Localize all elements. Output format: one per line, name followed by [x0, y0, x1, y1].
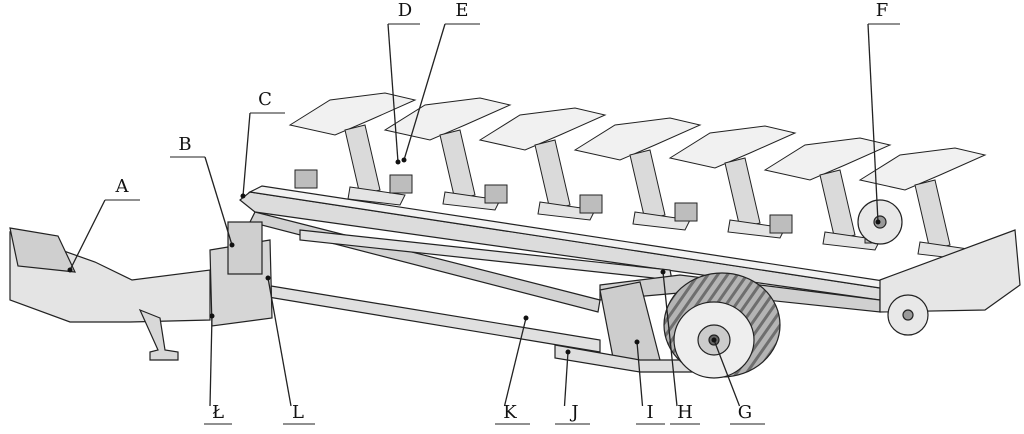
mouldboard — [668, 125, 797, 169]
callout-pointer — [565, 349, 571, 355]
callout-pointer — [67, 267, 73, 273]
mouldboard — [763, 137, 892, 181]
callout-pointer — [401, 157, 407, 163]
ploughshare — [822, 231, 881, 251]
mouldboard — [858, 147, 987, 191]
body-leg — [724, 157, 761, 229]
callout-pointer — [395, 159, 401, 165]
callout-leader — [403, 23, 446, 161]
mouldboard — [383, 97, 512, 141]
ploughshare — [347, 186, 406, 206]
beam-clamp — [389, 174, 413, 194]
callout-pointer — [875, 219, 881, 225]
callout-j: J — [555, 349, 590, 425]
callout-pointer — [660, 269, 666, 275]
callout-c: C — [240, 89, 285, 199]
callout-letter: B — [178, 134, 191, 155]
callout-letter: H — [677, 402, 693, 423]
body-leg — [819, 169, 856, 241]
mouldboard — [288, 92, 417, 136]
callout-leader — [636, 341, 644, 407]
callout-letter: E — [455, 0, 468, 21]
callout-leader — [662, 271, 678, 407]
callout-pointer — [711, 337, 717, 343]
beam-clamp — [484, 184, 508, 204]
callout-letter: K — [503, 402, 517, 423]
callout-letter: A — [115, 176, 130, 197]
callout-leader — [267, 277, 292, 407]
callout-leader — [713, 339, 741, 407]
callout-h: H — [660, 269, 700, 425]
callout-pointer — [634, 339, 640, 345]
callout-pointer — [265, 275, 271, 281]
parking-stand — [138, 308, 179, 361]
callout-leader — [503, 317, 527, 407]
ploughshare — [537, 201, 596, 221]
callout-leader — [69, 199, 106, 271]
plough-body — [763, 137, 892, 251]
callout-letter: G — [738, 402, 752, 423]
beam-clamp — [769, 214, 793, 234]
hitch-bracket — [9, 227, 76, 273]
callout-l-stroke: Ł — [204, 313, 232, 425]
callout-letter: J — [569, 402, 578, 423]
body-leg — [534, 139, 571, 211]
plough-body — [573, 117, 702, 231]
mouldboard — [573, 117, 702, 161]
beam-clamp — [294, 169, 318, 189]
callout-letter: D — [398, 0, 412, 21]
callouts: A B C D E F G H I J K L Ł — [67, 0, 900, 425]
callout-f: F — [867, 0, 900, 225]
plough-body — [478, 107, 607, 221]
ploughshare — [632, 211, 691, 231]
callout-g: G — [711, 337, 765, 425]
callout-leader — [563, 351, 569, 407]
callout-leader — [242, 112, 251, 197]
callout-leader — [209, 315, 213, 407]
callout-leader — [204, 156, 233, 246]
callout-leader — [387, 23, 399, 163]
callout-l: L — [265, 275, 315, 425]
callout-letter: F — [876, 0, 889, 21]
callout-b: B — [170, 134, 235, 248]
mouldboard — [478, 107, 607, 151]
callout-letter: Ł — [212, 402, 224, 423]
callout-a: A — [67, 176, 140, 273]
transport-wheel — [663, 272, 781, 379]
plough-body — [383, 97, 512, 211]
callout-letter: C — [258, 89, 272, 110]
plough-body — [288, 92, 417, 206]
headstock-cylinder — [227, 221, 263, 275]
callout-i: I — [634, 339, 665, 425]
callout-d: D — [387, 0, 420, 165]
body-leg — [629, 149, 666, 221]
coulter-discs — [857, 199, 929, 336]
callout-pointer — [229, 242, 235, 248]
rear-section — [879, 229, 1021, 313]
body-leg — [344, 124, 381, 196]
callout-e: E — [401, 0, 480, 163]
plough-bodies — [288, 92, 987, 261]
coulter-disc-lower-hub — [902, 309, 914, 321]
beam-clamp — [674, 202, 698, 222]
callout-letter: L — [292, 402, 304, 423]
body-leg — [914, 179, 951, 251]
callout-letter: I — [646, 402, 653, 423]
ploughshare — [442, 191, 501, 211]
callout-pointer — [240, 193, 246, 199]
callout-k: K — [495, 315, 530, 425]
plough-body — [668, 125, 797, 239]
beam-clamp — [579, 194, 603, 214]
callout-pointer — [209, 313, 215, 319]
body-leg — [439, 129, 476, 201]
callout-pointer — [523, 315, 529, 321]
callout-leader — [867, 23, 879, 223]
